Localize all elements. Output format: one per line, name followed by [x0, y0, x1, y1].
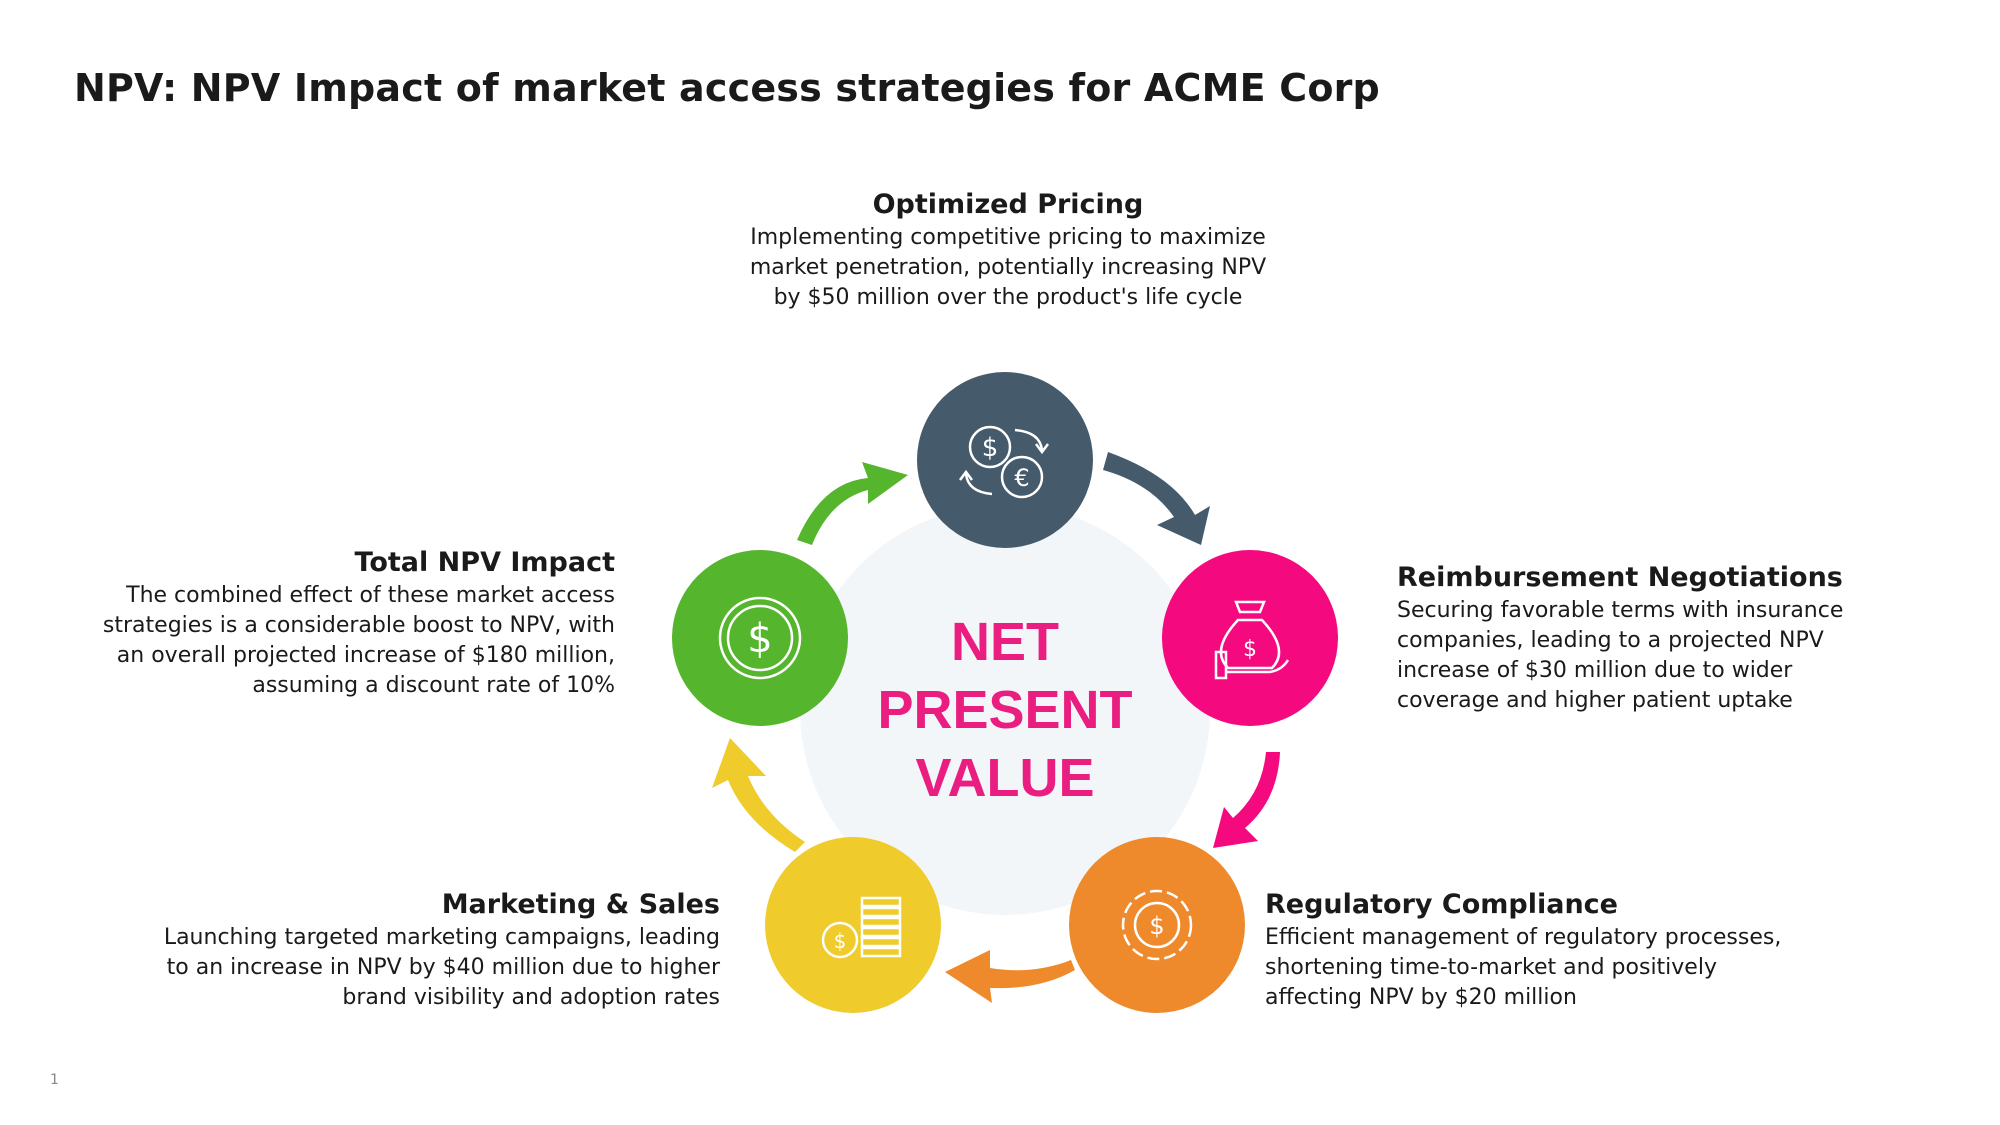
center-backdrop [800, 505, 1210, 915]
total-npv-impact-heading: Total NPV Impact [354, 547, 615, 578]
reimbursement-negotiations-block: Reimbursement Negotiations Securing favo… [1397, 561, 1877, 716]
optimized-pricing-heading: Optimized Pricing [872, 189, 1144, 220]
arrow-pricing-to-reimbursement [1103, 452, 1210, 545]
arrow-regulatory-to-marketing [945, 950, 1075, 1003]
svg-text:€: € [1014, 464, 1029, 492]
dollar-gear-icon: $ [1121, 889, 1193, 961]
svg-text:$: $ [1149, 912, 1164, 940]
center-line-2: PRESENT [877, 680, 1133, 740]
node-marketing-sales [765, 837, 941, 1013]
money-bag-hand-icon: $ [1214, 600, 1290, 680]
regulatory-compliance-block: Regulatory Compliance Efficient manageme… [1265, 888, 1785, 1013]
currency-exchange-icon: $ € [959, 425, 1049, 499]
node-reimbursement-negotiations [1162, 550, 1338, 726]
marketing-sales-heading: Marketing & Sales [441, 889, 720, 920]
page-title: NPV: NPV Impact of market access strateg… [74, 66, 1380, 110]
total-npv-impact-block: Total NPV Impact The combined effect of … [100, 546, 615, 701]
total-npv-impact-description: The combined effect of these market acce… [102, 583, 615, 698]
net-present-value-label: NET PRESENT VALUE [800, 608, 1210, 812]
node-regulatory-compliance [1069, 837, 1245, 1013]
svg-text:$: $ [1243, 637, 1257, 662]
regulatory-compliance-heading: Regulatory Compliance [1265, 889, 1618, 920]
arrow-total-to-pricing [797, 462, 908, 545]
page-number: 1 [50, 1072, 59, 1088]
reimbursement-negotiations-heading: Reimbursement Negotiations [1397, 562, 1843, 593]
regulatory-compliance-description: Efficient management of regulatory proce… [1265, 925, 1782, 1010]
arrow-reimbursement-to-regulatory [1213, 752, 1280, 848]
svg-text:$: $ [982, 433, 999, 463]
svg-text:$: $ [834, 929, 847, 953]
dollar-coin-icon: $ [718, 596, 802, 680]
center-line-3: VALUE [915, 748, 1095, 808]
marketing-sales-description: Launching targeted marketing campaigns, … [163, 925, 720, 1010]
reimbursement-negotiations-description: Securing favorable terms with insurance … [1397, 598, 1844, 713]
node-total-npv-impact [672, 550, 848, 726]
optimized-pricing-block: Optimized Pricing Implementing competiti… [738, 188, 1278, 313]
optimized-pricing-description: Implementing competitive pricing to maxi… [749, 225, 1267, 310]
marketing-sales-block: Marketing & Sales Launching targeted mar… [160, 888, 720, 1013]
center-line-1: NET [951, 612, 1059, 672]
svg-text:$: $ [747, 616, 772, 662]
arrow-marketing-to-total [712, 738, 805, 852]
coin-stack-icon: $ [821, 896, 902, 959]
